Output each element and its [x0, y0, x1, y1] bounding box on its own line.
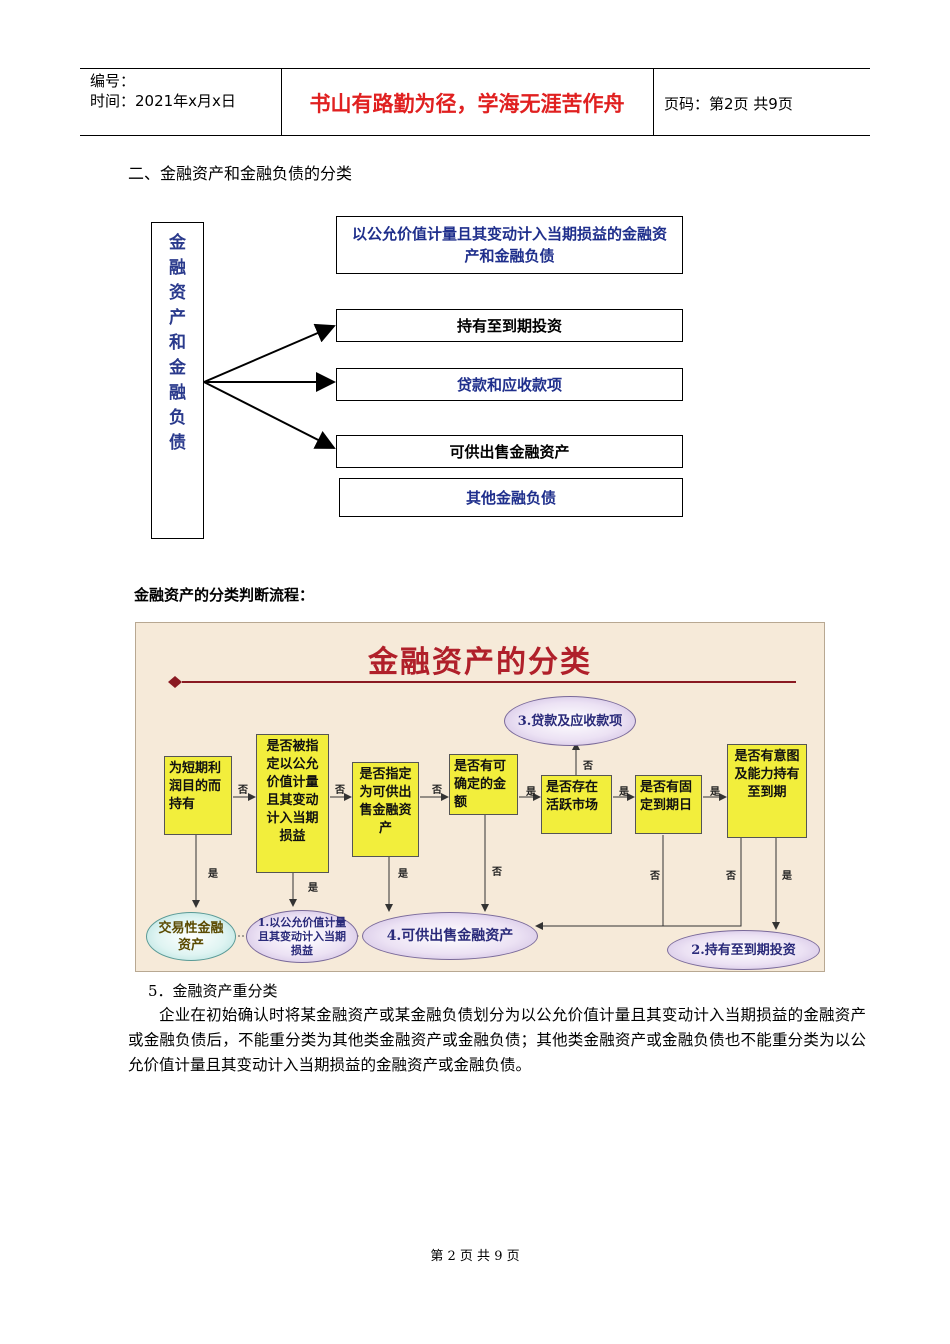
root-char: 资: [169, 283, 186, 303]
category-root-label: 金 融 资 产 和 金 融 负 债: [152, 231, 203, 456]
header-motto: 书山有路勤为径，学海无涯苦作舟: [309, 92, 625, 116]
label-yes: 是: [308, 883, 318, 894]
category-arrows: [203, 323, 336, 449]
result-loans: 3.贷款及应收款项: [504, 696, 636, 746]
result-afs: 4.可供出售金融资产: [362, 912, 538, 960]
header-page: 页码：第2页 共9页: [664, 95, 793, 113]
title-rule-diamond: [168, 676, 182, 688]
root-char: 金: [169, 233, 186, 253]
section-title: 二、金融资产和金融负债的分类: [128, 164, 353, 183]
question-fixed-maturity: 是否有固定到期日: [635, 775, 702, 834]
label-yes: 是: [782, 871, 792, 882]
label-yes: 是: [710, 787, 720, 798]
header-bottom-rule: [80, 135, 870, 136]
result-trading: 交易性金融资产: [146, 912, 236, 961]
root-char: 融: [169, 258, 186, 278]
label-no: 否: [432, 785, 442, 796]
arrow-to-htm: [203, 323, 336, 383]
label-yes: 是: [526, 787, 536, 798]
root-char: 金: [169, 358, 186, 378]
label-no: 否: [650, 871, 660, 882]
header-top-rule: [80, 68, 870, 69]
header-divider-1: [281, 68, 282, 136]
flow-subtitle: 金融资产的分类判断流程：: [134, 586, 315, 604]
question-active-market: 是否存在活跃市场: [541, 775, 612, 834]
label-no: 否: [726, 871, 736, 882]
question-intent-hold: 是否有意图及能力持有至到期: [727, 744, 807, 838]
label-no: 否: [492, 867, 502, 878]
label-no: 否: [335, 785, 345, 796]
label-yes: 是: [208, 869, 218, 880]
category-root-box: 金 融 资 产 和 金 融 负 债: [151, 222, 204, 539]
label-no: 否: [583, 761, 593, 772]
arrow-to-afs: [203, 381, 336, 449]
category-other-liabilities: 其他金融负债: [339, 478, 683, 517]
flow-connectors: [168, 676, 796, 940]
header-number: 编号：: [90, 72, 136, 90]
reclass-heading: 5．金融资产重分类: [148, 982, 278, 1000]
root-char: 融: [169, 383, 186, 403]
reclass-paragraph: 企业在初始确认时将某金融资产或某金融负债划分为以公允价值计量且其变动计入当期损益…: [128, 1006, 866, 1074]
question-short-term: 为短期利润目的而持有: [164, 756, 232, 835]
flow-title: 金融资产的分类: [368, 645, 592, 680]
category-htm: 持有至到期投资: [336, 309, 683, 342]
root-char: 产: [169, 308, 186, 328]
question-designated-afs: 是否指定为可供出售金融资产: [352, 762, 419, 857]
root-char: 负: [169, 408, 186, 428]
category-fvtpl: 以公允价值计量且其变动计入当期损益的金融资产和金融负债: [336, 216, 683, 274]
header-time: 时间：2021年x月x日: [90, 92, 236, 110]
label-yes: 是: [398, 869, 408, 880]
result-fvtpl: 1.以公允价值计量且其变动计入当期损益: [246, 910, 358, 963]
label-no: 否: [238, 785, 248, 796]
category-afs: 可供出售金融资产: [336, 435, 683, 468]
category-loans: 贷款和应收款项: [336, 368, 683, 401]
root-char: 和: [169, 333, 186, 353]
flow-chart: 金融资产的分类 为短期利润目的而持有 是否被指定以公允: [135, 622, 825, 972]
conn-q7-afs: [535, 838, 742, 930]
result-htm: 2.持有至到期投资: [667, 930, 820, 970]
header-divider-2: [653, 68, 654, 136]
root-char: 债: [169, 433, 186, 453]
page-footer: 第 2 页 共 9 页: [430, 1249, 520, 1264]
question-designated-fvtpl: 是否被指定以公允价值计量且其变动计入当期损益: [256, 734, 329, 873]
question-determinable-amount: 是否有可确定的金额: [449, 754, 518, 815]
label-yes: 是: [619, 787, 629, 798]
